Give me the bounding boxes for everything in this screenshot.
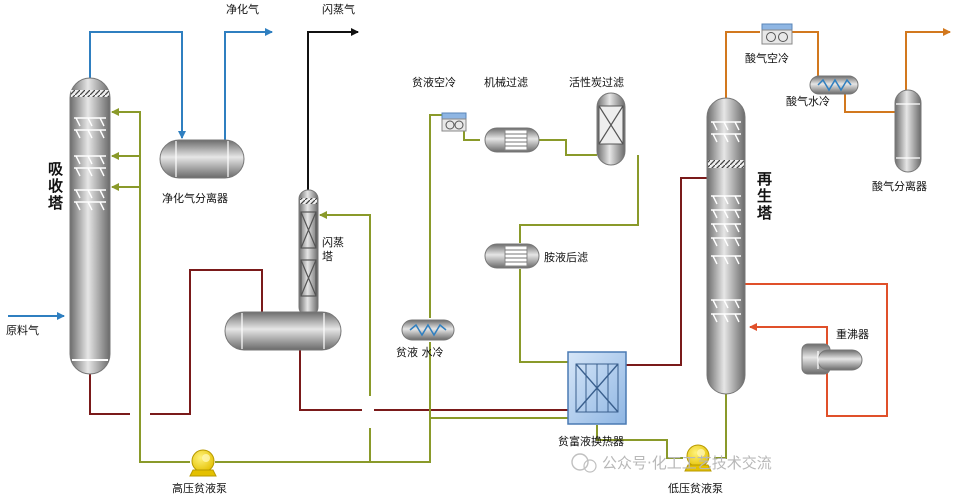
absorber-char-1: 吸 <box>48 160 64 178</box>
lean-air-cooler <box>441 112 467 132</box>
label-purified-gas: 净化气 <box>226 2 259 16</box>
pipe-rich-absorber-to-flash <box>89 269 263 415</box>
label-flash-tower: 闪蒸 塔 <box>322 235 348 263</box>
pipe-reboiler-vapor <box>749 323 828 345</box>
pipe-lean-to-flash-tower <box>320 215 371 462</box>
label-lean-air-cooler: 贫液空冷 <box>412 75 456 89</box>
regenerator-tower <box>706 97 746 395</box>
lp-lean-pump <box>684 444 712 472</box>
label-purified-gas-separator: 净化气分离器 <box>162 191 228 205</box>
label-acid-gas-water-cooler: 酸气水冷 <box>786 94 830 108</box>
flash-drum <box>224 311 342 351</box>
label-absorber: 吸 收 塔 <box>48 160 68 212</box>
label-lp-lean-pump: 低压贫液泵 <box>668 481 723 495</box>
acid-gas-separator <box>894 89 922 173</box>
amine-post-filter <box>484 243 540 269</box>
pipe-lean-exchanger-to-hp-pump <box>215 417 568 463</box>
regenerator-char-2: 生 <box>757 187 772 205</box>
acid-gas-air-cooler <box>761 23 793 45</box>
mechanical-filter <box>484 127 540 153</box>
pipe-lean-lp-pump-to-exchanger <box>596 425 683 459</box>
pipe-acid-gas-air-to-water-cooler <box>792 31 819 76</box>
label-rich-lean-exchanger: 贫富液换热器 <box>558 434 624 448</box>
reboiler <box>801 343 863 375</box>
label-acid-gas-separator: 酸气分离器 <box>872 179 927 193</box>
pipe-lean-mech-to-carbon-filter <box>538 139 597 156</box>
label-lean-water-cooler: 贫液 水冷 <box>396 345 444 359</box>
label-flash-gas: 闪蒸气 <box>322 2 355 16</box>
purified-gas-separator <box>159 139 245 179</box>
label-feed-gas: 原料气 <box>6 323 39 337</box>
regenerator-char-3: 塔 <box>757 204 773 222</box>
pipe-absorber-overhead <box>89 31 186 139</box>
label-amine-post-filter: 胺液后滤 <box>544 250 588 264</box>
label-regenerator: 再 生 塔 <box>757 170 777 222</box>
pipe-flash-gas <box>307 28 359 190</box>
pipe-acid-gas-out <box>905 28 951 92</box>
label-reboiler: 重沸器 <box>836 327 869 341</box>
flash-tower <box>298 189 319 317</box>
pipe-acid-gas-overhead <box>725 31 760 100</box>
absorber-char-2: 收 <box>48 177 63 195</box>
pipe-acid-gas-water-cooler-to-sep <box>844 92 896 113</box>
label-activated-carbon-filter: 活性炭过滤 <box>569 75 624 89</box>
flash-tower-line-1: 闪蒸 <box>322 235 344 249</box>
pipe-lean-air-cooler-to-mech-filter <box>463 130 480 141</box>
pipe-reboiler-return <box>745 283 888 417</box>
flash-tower-line-2: 塔 <box>322 250 333 263</box>
absorber-tower <box>69 77 111 375</box>
label-hp-lean-pump: 高压贫液泵 <box>172 481 227 495</box>
regenerator-char-1: 再 <box>757 170 772 188</box>
pipe-lean-post-filter-to-exchanger <box>519 269 568 363</box>
watermark: 公众号·化工工艺技术交流 <box>571 453 772 473</box>
pipe-lean-water-to-air-cooler <box>429 114 443 318</box>
pipe-rich-flash-to-exchanger <box>299 350 568 411</box>
pipe-lean-regen-to-lp-pump <box>714 392 727 459</box>
pipe-purified-gas-out <box>224 28 273 145</box>
acid-gas-water-cooler <box>809 75 859 95</box>
pipe-lean-hp-pump-to-absorber <box>111 108 190 463</box>
watermark-text: 公众号·化工工艺技术交流 <box>602 454 772 472</box>
label-acid-gas-air-cooler: 酸气空冷 <box>745 51 789 65</box>
absorber-char-3: 塔 <box>48 194 64 212</box>
pipe-lean-carbon-to-post-filter <box>519 155 639 243</box>
label-mechanical-filter: 机械过滤 <box>484 75 528 89</box>
activated-carbon-filter <box>596 92 626 166</box>
pipe-rich-exchanger-to-regen <box>626 177 707 366</box>
hp-lean-pump <box>189 449 217 477</box>
lean-water-cooler <box>401 319 455 341</box>
rich-lean-heat-exchanger <box>567 351 627 425</box>
